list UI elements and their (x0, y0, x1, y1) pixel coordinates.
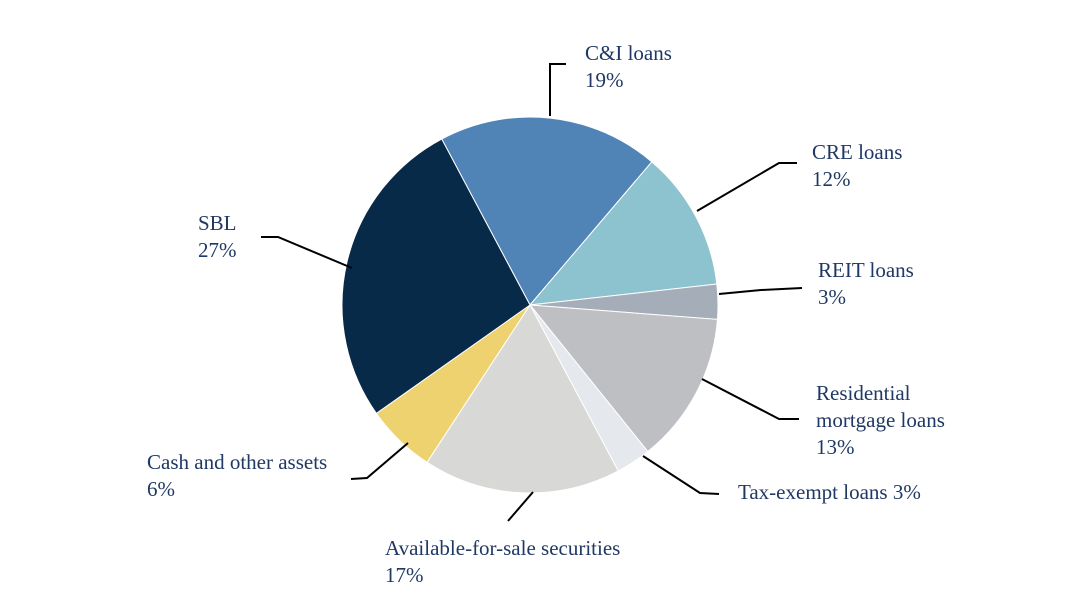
callout-label-tax-exempt-loans: Tax-exempt loans 3% (738, 479, 921, 506)
label-line: Tax-exempt loans 3% (738, 480, 921, 504)
label-line: 12% (812, 167, 851, 191)
callout-label-reit-loans: REIT loans 3% (818, 257, 914, 311)
callout-label-sbl: SBL 27% (198, 210, 237, 264)
callout-label-available-for-sale-securities: Available-for-sale securities 17% (385, 535, 620, 589)
leader-line-2 (718, 287, 803, 295)
pie-slice-cre-loans (528, 161, 718, 306)
leader-line-6 (350, 442, 409, 480)
callout-label-cash-and-other-assets: Cash and other assets 6% (147, 449, 327, 503)
label-line: Cash and other assets (147, 450, 328, 474)
label-line: mortgage loans (816, 408, 945, 432)
pie-slice-residential-mortgage-loans (528, 304, 718, 453)
pie-slice-sbl (341, 138, 531, 415)
leader-line-1 (696, 162, 797, 212)
pie-slice-c-i-loans (441, 116, 653, 306)
label-line: CRE loans (812, 140, 903, 164)
label-line: 6% (147, 477, 175, 501)
label-line: 17% (385, 563, 424, 587)
label-line: 3% (818, 285, 846, 309)
leader-line-4 (642, 455, 720, 495)
callout-label-residential-mortgage-loans: Residential mortgage loans 13% (816, 380, 945, 461)
label-line: Available-for-sale securities (385, 536, 621, 560)
label-line: SBL (198, 211, 237, 235)
leader-line-3 (701, 378, 799, 420)
label-line: C&I loans (585, 41, 672, 65)
callout-label-cre-loans: CRE loans 12% (812, 139, 902, 193)
pie-slice-available-for-sale-securities (426, 304, 619, 494)
label-line: 13% (816, 435, 855, 459)
label-line: REIT loans (818, 258, 914, 282)
label-line: 19% (585, 68, 624, 92)
leader-line-0 (549, 63, 566, 116)
callout-label-ci-loans: C&I loans 19% (585, 40, 672, 94)
label-line: 27% (198, 238, 237, 262)
label-line: Residential (816, 381, 911, 405)
leader-line-7 (261, 236, 353, 269)
leader-line-5 (507, 491, 534, 522)
